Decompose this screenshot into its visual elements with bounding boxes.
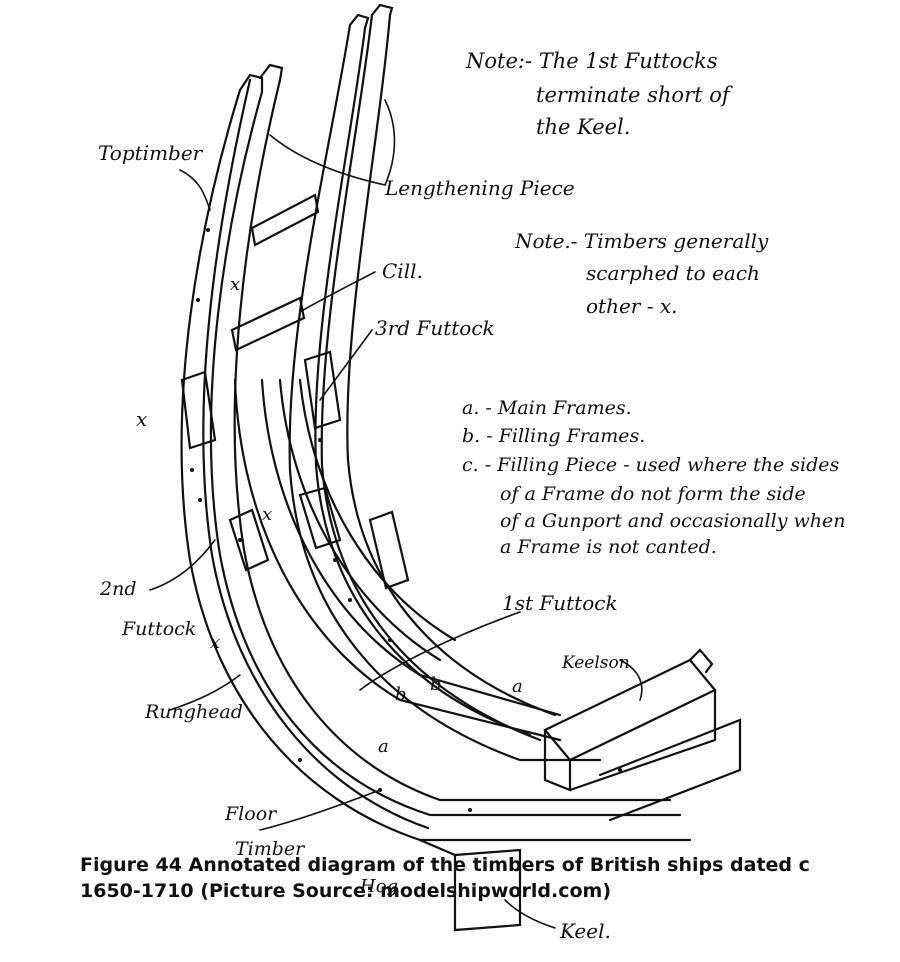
top-end-4 (370, 3, 394, 17)
legend-line-5: of a Gunport and occasionally when (500, 510, 845, 532)
leader-1st-futtock (359, 611, 521, 691)
frame-timber-lines (149, 3, 742, 932)
scarph-joint-3 (228, 508, 270, 572)
label-keelson: Keelson (561, 653, 630, 673)
dot (333, 558, 337, 562)
dot (238, 538, 242, 542)
label-frame-a-2: a (512, 676, 523, 697)
lengthening-cross-piece (250, 193, 320, 247)
frame-legend: a. - Main Frames. b. - Filling Frames. c… (462, 397, 845, 558)
label-runghead: Runghead (144, 701, 243, 723)
note-2: Note.- Timbers generally scarphed to eac… (514, 229, 769, 318)
dot (196, 298, 200, 302)
frame-3-inner-edge (314, 26, 532, 737)
label-floor-timber-2: Timber (235, 838, 306, 860)
label-frame-b-1: b (395, 684, 407, 705)
leader-lengthening-2 (384, 99, 396, 186)
outer-frame-outer-edge (180, 88, 692, 842)
leader-floor-timber (259, 789, 381, 831)
scarph-joint-1 (180, 370, 217, 450)
note1-line-1: Note:- The 1st Futtocks (465, 49, 718, 73)
caption-line-1: Figure 44 Annotated diagram of the timbe… (80, 854, 810, 876)
legend-line-2: b. - Filling Frames. (462, 425, 645, 447)
label-2nd-futtock-1: 2nd (99, 578, 137, 600)
frame-b-inner (298, 378, 457, 642)
frame-2-outer-edge (202, 78, 430, 830)
cill-cross-piece (230, 296, 306, 352)
outer-frame-inner-edge (209, 90, 682, 817)
dot (388, 638, 392, 642)
top-end-1 (238, 73, 264, 94)
dot (198, 498, 202, 502)
dot (378, 788, 382, 792)
note2-line-2: scarphed to each (586, 261, 760, 285)
caption-line-2: 1650-1710 (Picture Source: modelshipworl… (80, 880, 612, 902)
label-lengthening-piece: Lengthening Piece (384, 176, 575, 200)
note2-line-1: Note.- Timbers generally (514, 229, 769, 253)
frame-a-inner (260, 378, 562, 717)
dot (190, 468, 194, 472)
label-frame-b-2: b (430, 674, 442, 695)
treenail-dots (190, 228, 622, 812)
frame-b-outer (278, 378, 442, 662)
label-hog: Hog (359, 876, 398, 897)
leader-lengthening-1 (269, 134, 386, 186)
label-frame-a-1: a (378, 736, 389, 757)
diagram-labels: Toptimber Lengthening Piece Cill. 3rd Fu… (98, 141, 630, 943)
frame-4-inner-edge (346, 13, 557, 717)
leader-keel (504, 899, 556, 929)
label-x-4: x (262, 504, 272, 525)
label-x-3: x (210, 632, 220, 653)
figure-caption: Figure 44 Annotated diagram of the timbe… (80, 852, 840, 904)
leader-keelson (619, 659, 643, 701)
keelson-side (568, 688, 717, 792)
dot (468, 808, 472, 812)
top-end-3 (348, 13, 370, 30)
label-x-2: x (230, 274, 240, 295)
leader-toptimber (179, 169, 211, 211)
keel-outline (453, 848, 522, 932)
dot (318, 438, 322, 442)
scarph-joint-4 (298, 486, 342, 550)
leader-2nd-futtock (149, 539, 216, 591)
scarph-joint-2 (303, 350, 342, 430)
leader-cill (299, 271, 376, 313)
legend-line-6: a Frame is not canted. (500, 536, 717, 558)
keelson-front (543, 728, 572, 792)
note1-line-3: the Keel. (536, 115, 630, 139)
label-3rd-futtock: 3rd Futtock (375, 316, 495, 340)
keelson-notch (688, 648, 714, 674)
label-keel: Keel. (559, 919, 611, 943)
dot (206, 228, 210, 232)
leader-runghead (169, 674, 241, 711)
keelson-block-2 (598, 718, 742, 822)
keelson-top (543, 658, 717, 762)
legend-line-3: c. - Filling Piece - used where the side… (462, 454, 840, 476)
frame-3-outer-edge (288, 23, 602, 762)
scarph-joint-5 (368, 510, 410, 590)
label-2nd-futtock-2: Futtock (121, 618, 196, 640)
label-toptimber: Toptimber (98, 141, 204, 165)
label-cill: Cill. (382, 259, 423, 283)
label-x-1: x (136, 407, 147, 431)
legend-line-4: of a Frame do not form the side (500, 483, 806, 505)
dot (348, 598, 352, 602)
frame-2-inner-edge (233, 78, 672, 802)
leader-3rd-futtock (319, 329, 373, 401)
note-1: Note:- The 1st Futtocks terminate short … (465, 49, 733, 139)
dot (298, 758, 302, 762)
label-floor-timber-1: Floor (224, 803, 278, 825)
top-end-2 (258, 63, 284, 82)
frame-a-outer (233, 378, 562, 742)
note1-line-2: terminate short of (536, 83, 733, 107)
hog-line (418, 838, 457, 857)
dot (618, 768, 622, 772)
frame-4-outer-edge (320, 13, 542, 742)
legend-line-1: a. - Main Frames. (462, 397, 632, 419)
note2-line-3: other - x. (586, 294, 677, 318)
label-1st-futtock: 1st Futtock (502, 591, 618, 615)
